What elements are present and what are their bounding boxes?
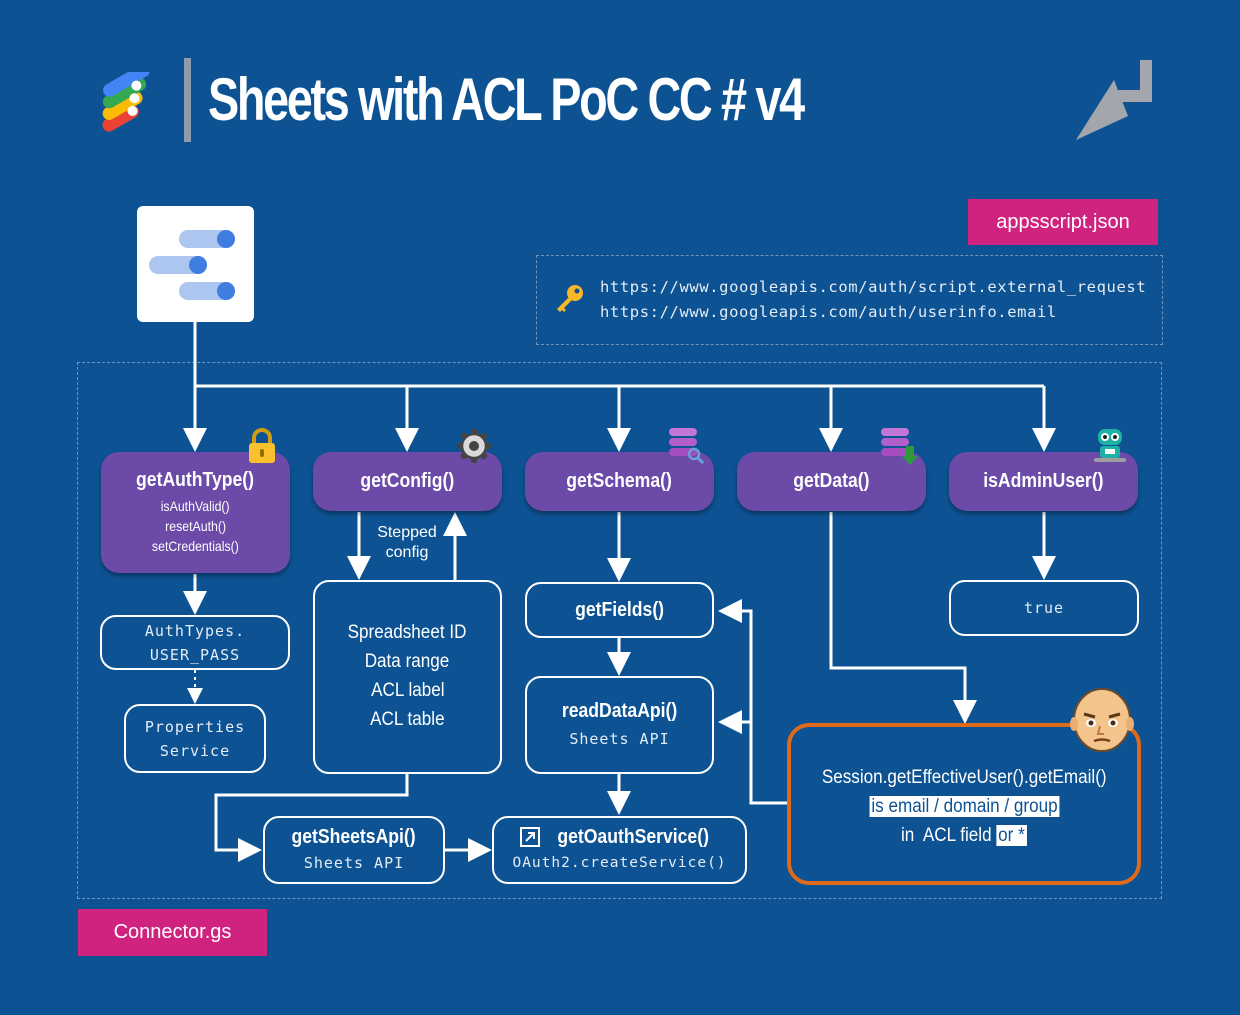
get-oauth-service-title: getOauthService() (557, 825, 710, 848)
external-link-icon (519, 826, 541, 848)
stepped-line1: Stepped (377, 524, 437, 541)
stepped-config-label: Stepped config (372, 523, 442, 563)
get-schema-box: getSchema() (525, 452, 714, 511)
config-acl-table: ACL table (370, 709, 445, 730)
database-search-icon (668, 426, 706, 465)
config-fields-box: Spreadsheet ID Data range ACL label ACL … (313, 580, 502, 774)
scopes-panel (536, 255, 1163, 345)
bald-man-avatar (1068, 686, 1136, 754)
page-title: Sheets with ACL PoC CC # v4 (208, 66, 805, 133)
database-download-icon (880, 426, 918, 466)
get-auth-type-box: getAuthType() isAuthValid() resetAuth() … (101, 452, 290, 573)
scope-2: https://www.googleapis.com/auth/userinfo… (600, 303, 1057, 321)
session-line1: Session.getEffectiveUser().getEmail() (821, 766, 1107, 788)
session-line2-highlight: is email / domain / group (869, 795, 1059, 817)
auth-types-line2: USER_PASS (149, 645, 241, 664)
session-line2: is email / domain / group (869, 792, 1059, 821)
appsscript-json-tag: appsscript.json (968, 199, 1158, 245)
stepped-line2: config (385, 544, 429, 561)
config-spreadsheet-id: Spreadsheet ID (348, 622, 467, 643)
key-icon (552, 282, 586, 316)
get-oauth-service-sub: OAuth2.createService() (512, 854, 727, 871)
properties-line1: Properties (144, 717, 246, 736)
session-line3: in ACL field or * (901, 821, 1027, 850)
data-studio-app-icon (137, 206, 254, 322)
get-sheets-api-title: getSheetsApi() (291, 825, 417, 848)
reset-auth-label: resetAuth() (165, 518, 226, 534)
auth-types-line1: AuthTypes. (144, 621, 246, 640)
session-line3-highlight: or * (996, 824, 1027, 846)
auth-types-box: AuthTypes. USER_PASS (100, 615, 290, 670)
get-sheets-api-sub: Sheets API (303, 853, 405, 872)
get-config-title: getConfig() (360, 470, 455, 492)
title-divider (184, 58, 191, 142)
get-schema-title: getSchema() (566, 470, 673, 492)
is-auth-valid-label: isAuthValid() (161, 498, 230, 514)
read-data-api-box: readDataApi() Sheets API (525, 676, 714, 774)
read-data-api-sub: Sheets API (569, 729, 670, 748)
return-arrow-icon (1074, 58, 1156, 142)
set-credentials-label: setCredentials() (152, 538, 239, 554)
session-check-box: Session.getEffectiveUser().getEmail() is… (787, 723, 1141, 885)
get-fields-box: getFields() (525, 582, 714, 638)
robot-icon (1092, 426, 1128, 464)
session-line3-text: in ACL field (901, 824, 997, 846)
connector-gs-tag: Connector.gs (78, 909, 267, 956)
data-studio-logo (92, 64, 172, 132)
admin-true-box: true (949, 580, 1139, 636)
properties-service-box: Properties Service (124, 704, 266, 773)
get-oauth-service-header: getOauthService() (519, 826, 719, 849)
read-data-api-title: readDataApi() (561, 699, 678, 722)
get-auth-type-title: getAuthType() (136, 469, 255, 491)
get-oauth-service-box: getOauthService() OAuth2.createService() (492, 816, 747, 884)
get-data-title: getData() (793, 470, 870, 492)
is-admin-user-title: isAdminUser() (983, 470, 1104, 492)
admin-true-value: true (1023, 599, 1065, 617)
get-sheets-api-box: getSheetsApi() Sheets API (263, 816, 445, 884)
get-config-box: getConfig() (313, 452, 502, 511)
get-data-box: getData() (737, 452, 926, 511)
config-acl-label: ACL label (370, 680, 445, 701)
gear-icon (456, 428, 492, 464)
connector-region (77, 362, 1162, 899)
scope-1: https://www.googleapis.com/auth/script.e… (600, 278, 1147, 296)
properties-line2: Service (159, 741, 231, 760)
get-fields-title: getFields() (575, 598, 664, 621)
config-data-range: Data range (365, 651, 450, 672)
lock-icon (246, 428, 278, 464)
